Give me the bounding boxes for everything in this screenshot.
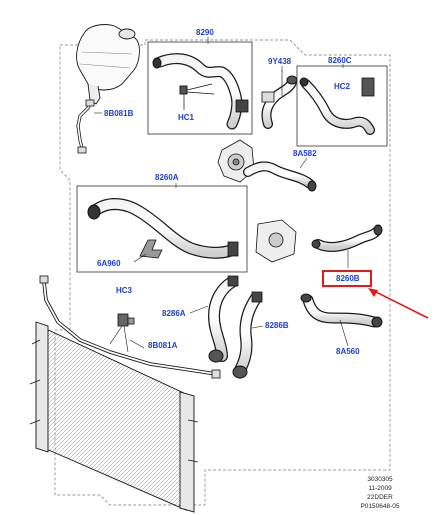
label-8260a: 8260A — [155, 173, 179, 182]
box-8260c — [296, 65, 388, 147]
meta-line-2: 11-2009 — [368, 485, 392, 492]
label-8260b: 8260B — [336, 274, 360, 283]
label-8286a: 8286A — [162, 309, 186, 318]
meta-line-1: 3030305 — [367, 476, 393, 483]
hose-8a560 — [300, 293, 383, 328]
pipe-8b081a — [39, 275, 221, 379]
hose-8260c — [299, 77, 375, 135]
clip-hc3 — [109, 313, 135, 353]
assembly-outline — [54, 39, 391, 506]
coolant-outlet — [255, 219, 297, 263]
meta-line-3: 22DDER — [367, 494, 393, 501]
box-8290 — [147, 41, 253, 135]
label-6a960: 6A960 — [97, 259, 121, 268]
pipe-8b081b — [76, 99, 95, 154]
expansion-tank — [76, 24, 140, 105]
callout-arrow — [368, 288, 429, 319]
label-hc3: HC3 — [116, 286, 133, 295]
label-8286b: 8286B — [265, 321, 289, 330]
hose-8260b — [311, 224, 383, 252]
hose-8290 — [152, 53, 249, 130]
highlight-box-8260b — [322, 270, 372, 287]
hose-8286b — [232, 291, 263, 379]
label-8a560: 8A560 — [336, 347, 360, 356]
box-8260a — [76, 185, 248, 273]
hose-8260a — [87, 198, 239, 259]
hose-8286a — [207, 275, 239, 363]
radiator — [29, 321, 199, 513]
label-8b081b: 8B081B — [104, 109, 134, 118]
bracket-6a960 — [133, 239, 163, 263]
label-8290: 8290 — [196, 28, 214, 37]
hose-9y438 — [261, 70, 298, 129]
clip-hc1 — [179, 83, 215, 110]
label-8a582: 8A582 — [293, 149, 317, 158]
hose-8a582 — [243, 161, 317, 192]
label-9y438: 9Y438 — [268, 57, 292, 66]
label-hc1: HC1 — [178, 113, 195, 122]
label-8b081a: 8B081A — [148, 341, 178, 350]
label-8260c: 8260C — [328, 56, 352, 65]
label-hc2: HC2 — [334, 82, 351, 91]
meta-line-4: P0150648-05 — [360, 503, 400, 510]
leader-lines — [94, 37, 349, 349]
